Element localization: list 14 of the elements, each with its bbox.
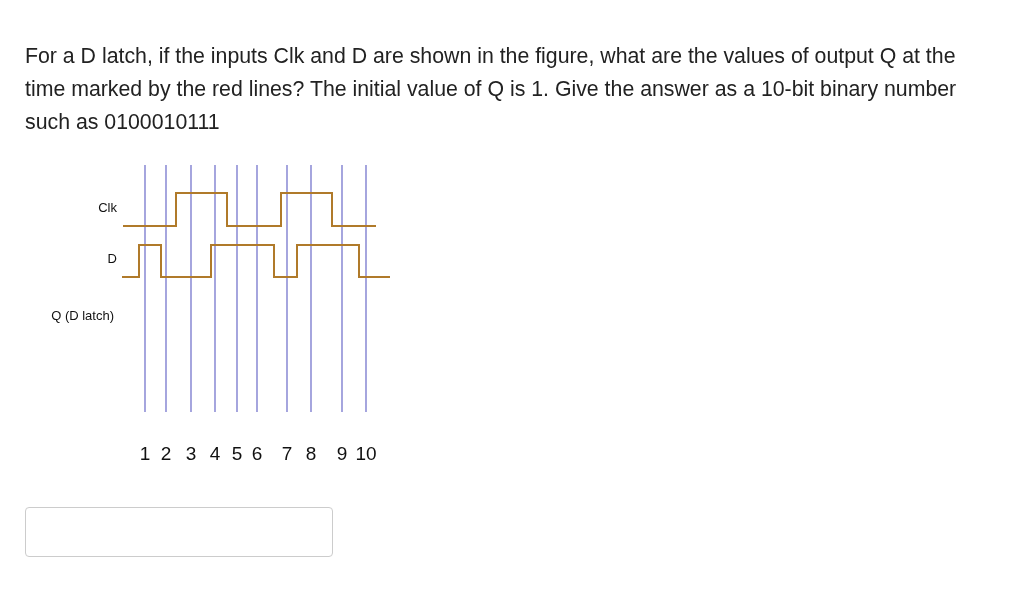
question-text: For a D latch, if the inputs Clk and D are shown in the figure, what are the values of output Q at the time marked by the red lines? The initial value of Q is 1. Give the answer as a 10-bit binary number such as 0100010111 bbox=[25, 43, 958, 136]
time-marker-number: 9 bbox=[336, 443, 348, 465]
time-marker-number: 8 bbox=[305, 443, 317, 465]
time-marker-number: 3 bbox=[185, 443, 197, 465]
time-marker-number: 10 bbox=[355, 443, 377, 465]
time-marker-number: 7 bbox=[281, 443, 293, 465]
time-marker-number: 1 bbox=[139, 443, 151, 465]
signal-label: Clk bbox=[98, 200, 117, 215]
time-marker-number: 6 bbox=[251, 443, 263, 465]
signal-label: D bbox=[107, 251, 117, 266]
time-marker-number: 5 bbox=[231, 443, 243, 465]
time-marker-number: 2 bbox=[160, 443, 172, 465]
signal-label: Q (D latch) bbox=[51, 308, 114, 323]
time-marker-number: 4 bbox=[209, 443, 221, 465]
